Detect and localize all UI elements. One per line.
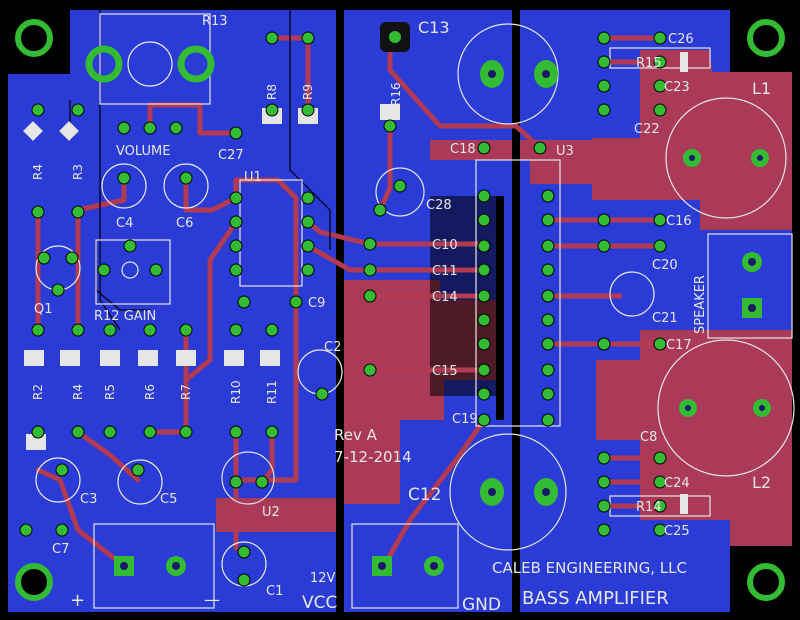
label-vcc: VCC (302, 593, 337, 613)
label-c2: C2 (324, 340, 341, 355)
resistor-bodies (23, 52, 688, 514)
label-c11: C11 (432, 264, 458, 279)
label-c26: C26 (668, 32, 694, 47)
label-c19: C19 (452, 412, 478, 427)
label-c16: C16 (666, 214, 692, 229)
label-12v: 12V (310, 571, 336, 586)
label-speaker: SPEAKER (693, 275, 708, 334)
traces-top (35, 35, 663, 569)
silkscreen-text: R13 C13 C26 R15 C23 L1 C22 R8 R9 R16 C18… (31, 14, 771, 615)
label-c18: C18 (450, 142, 476, 157)
label-c12: C12 (408, 485, 442, 505)
label-c15: C15 (432, 364, 458, 379)
label-r3: R3 (71, 164, 85, 180)
label-c5: C5 (160, 492, 177, 507)
label-gnd: GND (462, 595, 501, 615)
large-pads (85, 22, 771, 576)
label-c10: C10 (432, 238, 458, 253)
label-c8: C8 (640, 430, 657, 445)
label-u3: U3 (556, 144, 574, 159)
label-q1: Q1 (34, 302, 53, 317)
label-c13: C13 (418, 18, 450, 37)
label-company: CALEB ENGINEERING, LLC (492, 559, 687, 577)
label-revision: Rev A (334, 426, 378, 444)
label-plus-terminal: + (70, 590, 85, 611)
label-c23: C23 (664, 80, 690, 95)
label-c4: C4 (116, 216, 133, 231)
label-r5: R5 (103, 384, 117, 400)
copper-pour-top (216, 50, 792, 546)
label-r8: R8 (265, 84, 279, 100)
label-c9: C9 (308, 296, 325, 311)
label-c20: C20 (652, 258, 678, 273)
label-c27: C27 (218, 148, 244, 163)
label-c21: C21 (652, 311, 678, 326)
label-c14: C14 (432, 290, 458, 305)
label-c1: C1 (266, 584, 283, 599)
label-r7: R7 (179, 384, 193, 400)
label-c6: C6 (176, 216, 193, 231)
label-r14: R14 (636, 500, 662, 515)
label-u2: U2 (262, 505, 280, 520)
label-r10: R10 (229, 380, 243, 404)
label-r11: R11 (265, 380, 279, 404)
label-r2: R2 (31, 384, 45, 400)
label-c7: C7 (52, 542, 69, 557)
label-u1: U1 (244, 170, 262, 185)
label-r6: R6 (143, 384, 157, 400)
label-c17: C17 (666, 338, 692, 353)
pads (19, 31, 667, 587)
label-l1: L1 (752, 79, 771, 98)
label-r16: R16 (389, 82, 403, 106)
label-r15: R15 (636, 56, 662, 71)
label-c22: C22 (634, 122, 660, 137)
label-volume: VOLUME (116, 144, 170, 159)
label-c3: C3 (80, 492, 97, 507)
label-r9: R9 (301, 84, 315, 100)
mounting-holes (15, 19, 785, 601)
label-r4-bottom: R4 (71, 384, 85, 400)
label-minus-terminal: — (204, 590, 220, 609)
label-c25: C25 (664, 524, 690, 539)
label-title: BASS AMPLIFIER (522, 588, 669, 609)
label-c28: C28 (426, 198, 452, 213)
label-r4-top: R4 (31, 164, 45, 180)
label-l2: L2 (752, 473, 771, 492)
label-r13: R13 (202, 14, 228, 29)
label-r12-gain: R12 GAIN (94, 309, 156, 324)
label-c24: C24 (664, 476, 690, 491)
label-date: 7-12-2014 (334, 448, 412, 466)
